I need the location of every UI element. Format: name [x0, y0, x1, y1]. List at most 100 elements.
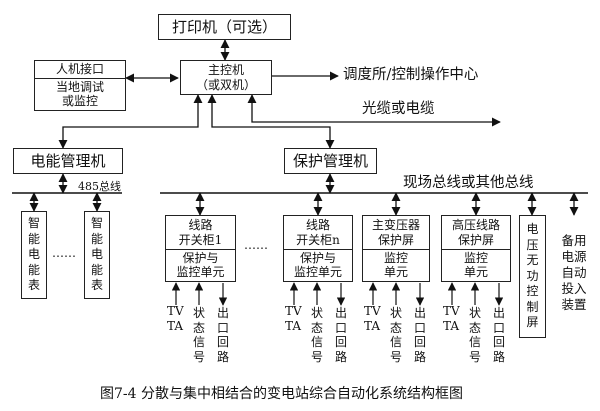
signal-ta-label: TA — [285, 319, 302, 333]
signal-output-label-char: 回 — [413, 335, 426, 350]
signal-ta-label: TA — [167, 319, 184, 333]
protection-manager-box: 保护管理机 — [284, 148, 377, 174]
unit-main-transformer: 主变压器 保护屏 监控 单元 — [362, 215, 430, 282]
signal-status-label-char: 信 — [389, 335, 402, 350]
signal-output-label-char: 出 — [216, 306, 229, 320]
signal-output-label-char: 出 — [413, 306, 426, 320]
unit-transformer-body: 监控 单元 — [363, 249, 429, 281]
signal-output-label: 出口回路 — [492, 306, 506, 365]
hmi-box: 人机接口 当地调试 或监控 — [34, 60, 126, 111]
backup-char: 备 — [561, 233, 574, 248]
signal-tv-label: TV — [443, 304, 460, 318]
signal-status-label-char: 号 — [389, 349, 402, 364]
unit-transformer-header: 主变压器 保护屏 — [363, 216, 429, 250]
protection-manager-label: 保护管理机 — [292, 152, 368, 170]
voltage-char: 屏 — [526, 315, 539, 330]
signal-status-label-char: 号 — [310, 349, 323, 364]
signal-output-label: 出口回路 — [334, 306, 348, 365]
signal-status-label-char: 号 — [192, 349, 205, 364]
signal-output-label-char: 回 — [216, 335, 229, 350]
unit-transformer-body-line1: 监控 — [383, 250, 408, 265]
signal-status-label-char: 态 — [192, 320, 205, 335]
signal-status-label-char: 号 — [468, 349, 481, 364]
smart-meter-n: 智 能 电 能 表 — [84, 211, 110, 299]
unit-line-switch-n: 线路 开关柜n 保护与 监控单元 — [283, 215, 353, 282]
fiber-label: 光缆或电缆 — [362, 101, 435, 117]
fieldbus-label: 现场总线或其他总线 — [403, 175, 534, 191]
backup-char: 装 — [561, 297, 574, 312]
signal-tv-label: TV — [167, 304, 184, 318]
energy-manager-label: 电能管理机 — [30, 152, 106, 170]
voltage-char: 电 — [526, 221, 539, 236]
meters-ellipsis: …… — [52, 246, 76, 260]
backup-char: 用 — [574, 233, 587, 248]
hmi-body-line2: 或监控 — [61, 94, 98, 108]
signal-tv-label: TV — [364, 304, 381, 318]
backup-char: 入 — [574, 281, 587, 296]
voltage-char: 制 — [526, 299, 539, 314]
unit-n-header: 线路 开关柜n — [284, 216, 352, 250]
unit-hv-header: 高压线路 保护屏 — [442, 216, 510, 250]
voltage-char: 功 — [526, 268, 539, 283]
signal-output-label-char: 口 — [334, 320, 347, 335]
meter-char: 能 — [90, 262, 103, 277]
main-controller-line1: 主控机 — [207, 63, 244, 78]
energy-manager-box: 电能管理机 — [13, 148, 123, 174]
units-ellipsis: …… — [244, 238, 268, 252]
main-controller-line2: （或双机） — [195, 77, 256, 92]
signal-output-label-char: 口 — [216, 320, 229, 335]
unit-1-body-line2: 监控单元 — [176, 265, 225, 279]
unit-transformer-header-line1: 主变压器 — [371, 218, 420, 233]
signal-ta-label: TA — [443, 319, 460, 333]
hmi-body: 当地调试 或监控 — [35, 78, 125, 110]
figure-caption: 图7-4 分散与集中相结合的变电站综合自动化系统结构框图 — [100, 386, 463, 402]
printer-box: 打印机（可选） — [158, 14, 291, 40]
meter-char: 智 — [27, 216, 40, 231]
dispatch-label: 调度所/控制操作中心 — [343, 67, 479, 83]
signal-status-label: 状态信号 — [468, 306, 482, 365]
signal-output-label: 出口回路 — [413, 306, 427, 365]
unit-hv-body: 监控 单元 — [442, 249, 510, 281]
signal-output-label: 出口回路 — [216, 306, 230, 365]
hmi-header-label: 人机接口 — [55, 62, 104, 77]
signal-status-label-char: 态 — [310, 320, 323, 335]
link-main-energy — [58, 94, 203, 149]
signal-output-label-char: 回 — [492, 335, 505, 350]
signal-status-label-char: 状 — [310, 306, 323, 320]
backup-char: 源 — [574, 249, 587, 264]
backup-char: 电 — [561, 249, 574, 264]
signal-output-label-char: 路 — [413, 349, 426, 364]
voltage-char: 无 — [526, 253, 539, 268]
link-main-protect — [207, 94, 335, 149]
signal-ta-label: TA — [364, 319, 381, 333]
unit-1-body-line1: 保护与 — [182, 250, 219, 265]
signal-status-label: 状态信号 — [310, 306, 324, 365]
signal-output-label-char: 路 — [334, 349, 347, 364]
hmi-body-line1: 当地调试 — [55, 79, 104, 94]
meter-char: 表 — [27, 278, 40, 293]
signal-output-label-char: 路 — [492, 349, 505, 364]
unit-hv-body-line2: 单元 — [463, 265, 488, 279]
unit-1-body: 保护与 监控单元 — [166, 249, 235, 281]
backup-char: 投 — [561, 281, 574, 296]
signal-status-label: 状态信号 — [192, 306, 206, 365]
unit-1-header: 线路 开关柜1 — [166, 216, 235, 250]
signal-status-label-char: 状 — [389, 306, 402, 320]
signal-status-label: 状态信号 — [389, 306, 403, 365]
unit-hv-header-line1: 高压线路 — [451, 218, 500, 233]
unit-hv-header-line2: 保护屏 — [457, 232, 494, 247]
smart-meter-1: 智 能 电 能 表 — [21, 211, 47, 299]
voltage-char: 压 — [526, 237, 539, 252]
printer-label: 打印机（可选） — [171, 18, 277, 36]
unit-line-switch-1: 线路 开关柜1 保护与 监控单元 — [165, 215, 236, 282]
signal-status-label-char: 信 — [468, 335, 481, 350]
meter-char: 能 — [27, 231, 40, 246]
signal-output-label-char: 回 — [334, 335, 347, 350]
backup-char: 动 — [574, 265, 587, 280]
signal-output-label-char: 出 — [492, 306, 505, 320]
voltage-var-control-panel: 电 压 无 功 控 制 屏 — [519, 215, 546, 338]
signal-status-label-char: 态 — [389, 320, 402, 335]
unit-n-header-line2: 开关柜n — [296, 232, 340, 247]
